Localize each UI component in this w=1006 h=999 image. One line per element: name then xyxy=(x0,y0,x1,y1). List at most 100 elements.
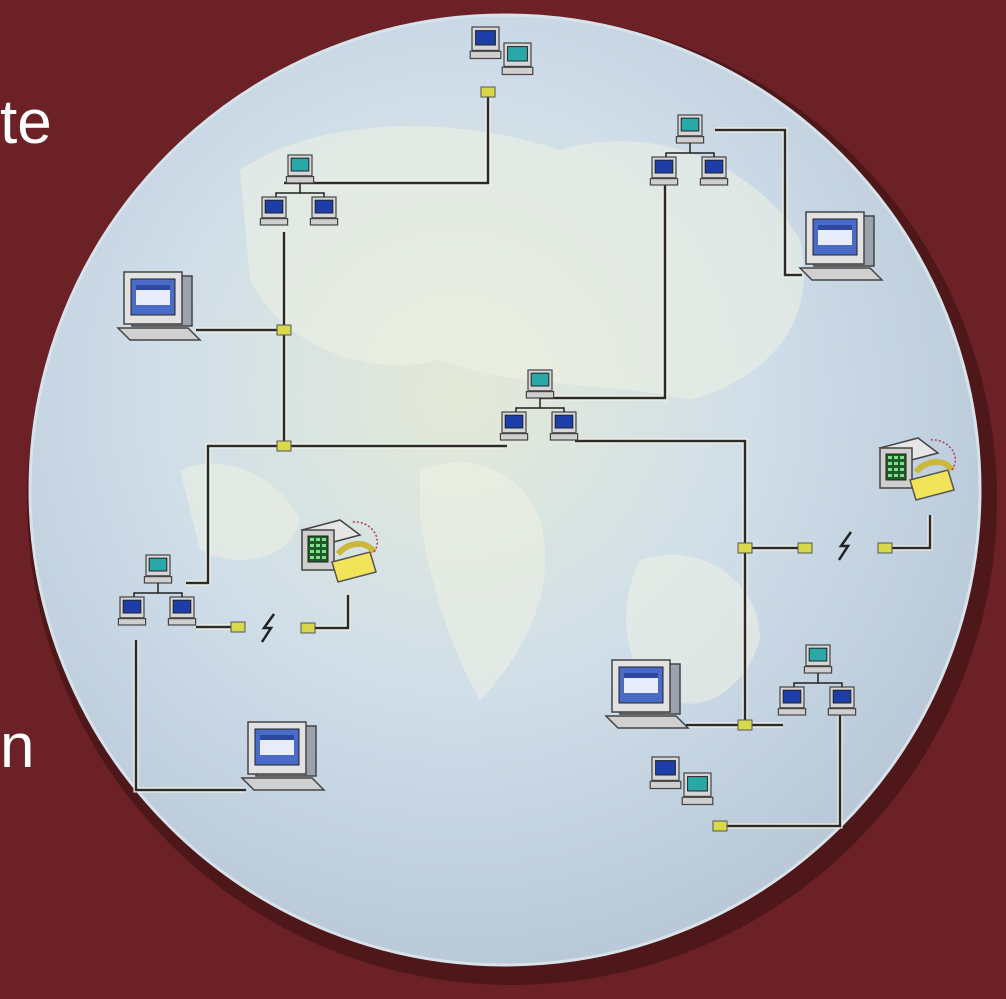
cpu-base xyxy=(285,176,315,184)
link-cluster-sw-cluster-center xyxy=(186,444,284,585)
cpu-base xyxy=(117,617,147,626)
node-cluster-center xyxy=(499,369,579,441)
link-cluster-sw-pc-southwest xyxy=(134,640,246,792)
landmass-2 xyxy=(420,462,546,700)
cpu-base xyxy=(827,707,857,716)
cpu-base xyxy=(649,780,682,790)
modem-display xyxy=(885,453,907,481)
monitor-screen xyxy=(172,599,192,614)
monitor-screen xyxy=(475,30,496,46)
connector-7 xyxy=(230,621,246,633)
modem-light xyxy=(322,556,326,559)
telephone-icon xyxy=(909,469,955,501)
monitor-screen xyxy=(530,372,550,387)
monitor-screen xyxy=(264,199,284,214)
telephone-handset xyxy=(913,459,955,475)
connector-8 xyxy=(300,622,316,634)
modem-light xyxy=(316,544,320,547)
slide-text-fragment-bottom: n xyxy=(0,712,35,781)
slide-text-fragment-top: te xyxy=(0,88,52,157)
cpu-base xyxy=(167,617,197,626)
cluster-link xyxy=(133,583,159,597)
node-cluster-ne xyxy=(649,114,729,186)
modem-light xyxy=(900,468,904,471)
cluster-link xyxy=(300,192,325,197)
connector-10 xyxy=(877,542,893,554)
node-ws-top xyxy=(469,26,534,76)
node-ws-bottom xyxy=(649,756,714,806)
modem-light xyxy=(894,468,898,471)
connector-6 xyxy=(712,820,728,832)
modem-display xyxy=(307,535,329,563)
monitor-screen xyxy=(122,599,142,614)
cpu-base xyxy=(777,707,807,716)
modem-light xyxy=(888,468,892,471)
cluster-link xyxy=(515,398,541,412)
monitor-screen xyxy=(655,760,676,776)
connector-2 xyxy=(276,440,292,452)
monitor-screen xyxy=(687,776,708,792)
connector-3 xyxy=(737,542,753,554)
node-cluster-nw xyxy=(259,154,339,226)
modem-light xyxy=(900,474,904,477)
cpu-base xyxy=(649,178,679,186)
monitor-screen xyxy=(314,199,334,214)
modem-light xyxy=(310,550,314,553)
cpu-base xyxy=(798,267,884,281)
cpu-base xyxy=(143,575,173,584)
link-cluster-ne-pc-east xyxy=(715,128,802,277)
connector-1 xyxy=(276,324,292,336)
modem-light xyxy=(316,538,320,541)
cpu-base xyxy=(549,433,579,441)
cpu-base xyxy=(501,66,534,76)
node-pc-southwest xyxy=(240,721,326,791)
link-cluster-sw-modem-sw-far xyxy=(308,595,350,630)
node-cluster-sw xyxy=(117,554,197,626)
modem-light xyxy=(894,456,898,459)
window-titlebar xyxy=(260,735,294,740)
cpu-base xyxy=(525,391,555,399)
modem-light xyxy=(888,456,892,459)
cpu-base xyxy=(675,136,705,144)
cluster-link xyxy=(690,152,715,157)
node-pc-west xyxy=(116,271,202,341)
cpu-base xyxy=(469,50,502,60)
link-cluster-se-ws-bottom xyxy=(720,712,842,828)
monitor-screen xyxy=(680,117,700,132)
cluster-link xyxy=(818,682,843,687)
lightning-bolt-icon xyxy=(260,613,276,643)
cluster-link xyxy=(793,673,819,687)
modem-light xyxy=(888,474,892,477)
node-cluster-se xyxy=(777,644,857,716)
connector-5 xyxy=(480,86,496,98)
cpu-base xyxy=(259,218,289,226)
modem-light xyxy=(888,462,892,465)
modem-light xyxy=(310,544,314,547)
modem-light xyxy=(894,462,898,465)
cpu-base xyxy=(681,796,714,806)
lightning-bolt-icon xyxy=(837,531,853,561)
modem-light xyxy=(316,556,320,559)
cpu-base xyxy=(240,777,326,791)
modem-light xyxy=(310,556,314,559)
modem-light xyxy=(310,538,314,541)
node-modem-east xyxy=(878,437,957,501)
monitor-screen xyxy=(507,46,528,62)
monitor-screen xyxy=(554,414,574,429)
monitor-screen xyxy=(704,159,724,174)
node-pc-east xyxy=(798,211,884,281)
cpu-base xyxy=(309,218,339,226)
modem-light xyxy=(316,550,320,553)
monitor-screen xyxy=(504,414,524,429)
link-cluster-nw-ws-top xyxy=(284,92,490,185)
link-cluster-center-cluster-se xyxy=(575,439,783,727)
monitor-screen xyxy=(782,689,802,704)
telephone-icon xyxy=(331,551,377,583)
monitor-screen xyxy=(654,159,674,174)
monitor-screen xyxy=(148,557,168,572)
connector-9 xyxy=(797,542,813,554)
link-cluster-center-cluster-ne xyxy=(540,183,667,400)
modem-light xyxy=(322,544,326,547)
monitor-screen xyxy=(290,157,310,172)
